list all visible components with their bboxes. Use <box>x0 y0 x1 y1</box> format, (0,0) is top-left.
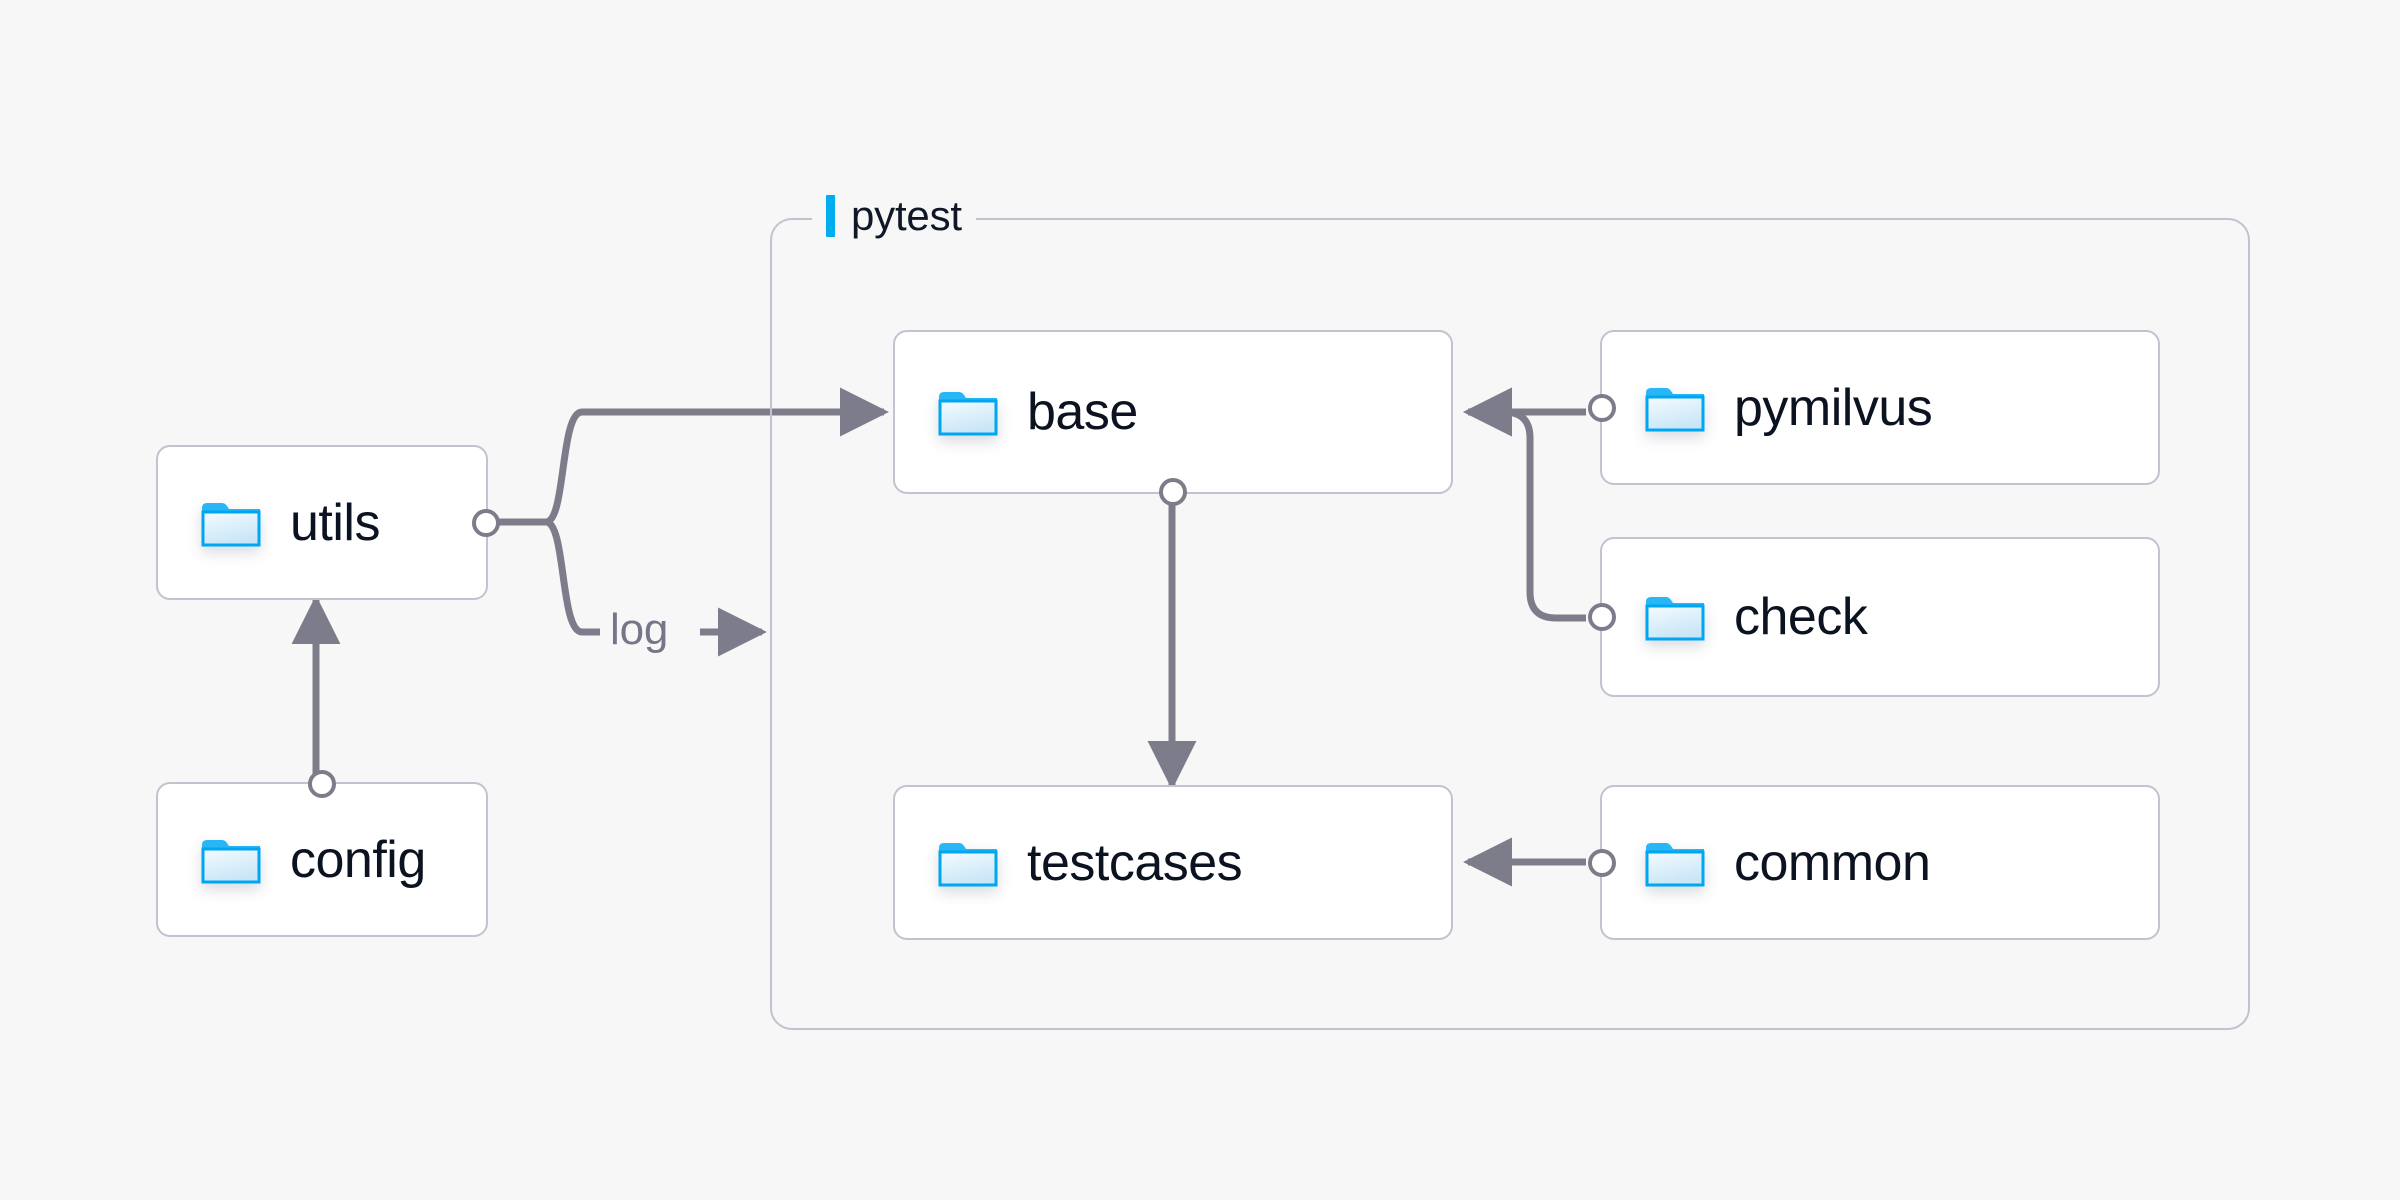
folder-icon <box>200 498 262 548</box>
node-label: common <box>1734 833 1931 892</box>
port-common-left <box>1588 848 1616 877</box>
node-label: utils <box>290 493 380 552</box>
node-label: base <box>1027 383 1138 441</box>
folder-icon <box>937 387 999 437</box>
port-base-bottom <box>1159 478 1187 506</box>
node-testcases[interactable]: testcases <box>893 785 1453 940</box>
port-check-left <box>1588 603 1616 631</box>
node-base[interactable]: base <box>893 330 1453 506</box>
node-common[interactable]: common <box>1588 785 2160 940</box>
node-label: testcases <box>1027 833 1243 892</box>
node-config[interactable]: config <box>156 770 488 937</box>
node-label: config <box>290 830 426 889</box>
group-accent-bar <box>826 195 835 237</box>
node-utils[interactable]: utils <box>156 445 500 600</box>
folder-icon <box>1644 592 1706 642</box>
node-pymilvus[interactable]: pymilvus <box>1588 330 2160 485</box>
group-title-text: pytest <box>851 192 962 239</box>
folder-icon <box>200 835 262 885</box>
edge-label-log: log <box>600 608 679 652</box>
port-config-top <box>308 770 336 798</box>
node-label: pymilvus <box>1734 378 1933 437</box>
group-pytest-label: pytest <box>812 190 976 242</box>
node-label: check <box>1734 588 1868 646</box>
folder-icon <box>937 838 999 888</box>
group-pytest-container <box>770 218 2250 1030</box>
folder-icon <box>1644 383 1706 433</box>
port-pymilvus-left <box>1588 393 1616 422</box>
folder-icon <box>1644 838 1706 888</box>
port-utils-right <box>472 508 500 537</box>
node-check[interactable]: check <box>1588 537 2160 697</box>
